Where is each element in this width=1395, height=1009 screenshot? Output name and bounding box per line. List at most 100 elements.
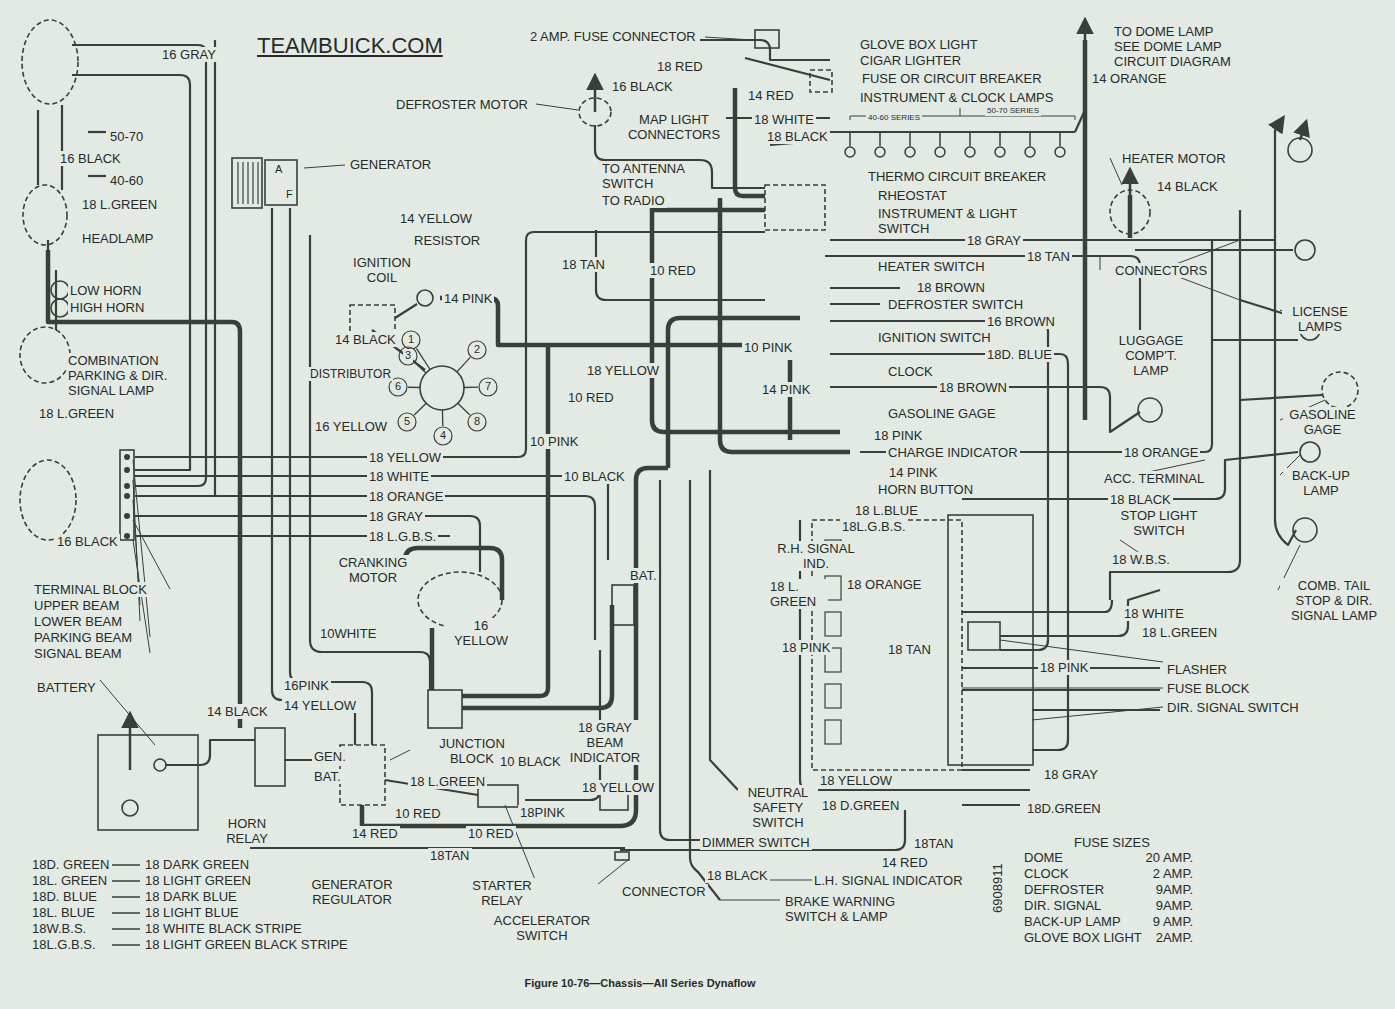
distributor-lead bbox=[408, 387, 420, 389]
wire-code-label: 18 RED bbox=[655, 59, 705, 74]
distributor-lead bbox=[442, 410, 444, 426]
legend-dash bbox=[112, 912, 140, 914]
wire bbox=[88, 131, 106, 133]
component-body bbox=[612, 585, 634, 625]
generator-fin bbox=[237, 162, 238, 204]
wire-code-label: 16 BROWN bbox=[985, 314, 1057, 329]
wire bbox=[272, 208, 355, 745]
component-outline bbox=[20, 327, 70, 383]
component-body bbox=[948, 515, 1033, 765]
wire-code-label: 50-70 bbox=[108, 129, 145, 144]
instrument-lamp bbox=[935, 147, 945, 157]
wire bbox=[596, 230, 765, 300]
wire-code-label: 18 GRAY BEAM INDICATOR bbox=[565, 720, 645, 765]
lamp-lead bbox=[879, 132, 881, 146]
callout-label: GLOVE BOX LIGHT bbox=[858, 37, 980, 52]
leader-line bbox=[1000, 640, 1163, 662]
terminal-dot bbox=[124, 533, 130, 539]
wire-code-label: 18L.G.B.S. bbox=[840, 519, 908, 534]
wire-code-label: 14 BLACK bbox=[333, 332, 398, 347]
callout-label: THERMO CIRCUIT BREAKER bbox=[866, 169, 1048, 184]
wire-code-label: 18 TAN bbox=[560, 257, 607, 272]
cable-wire bbox=[652, 206, 840, 432]
wire-code-label: 18 PINK bbox=[1038, 660, 1090, 675]
callout-label: STARTER RELAY bbox=[460, 878, 544, 908]
callout-label: DEFROSTER MOTOR bbox=[394, 97, 530, 112]
wire-code-label: 10 BLACK bbox=[498, 754, 563, 769]
callout-label: F bbox=[284, 188, 295, 201]
callout-label: CRANKING MOTOR bbox=[332, 555, 414, 585]
wire-code-label: 18TAN bbox=[912, 836, 956, 851]
wire-code-label: 18 GRAY bbox=[965, 233, 1023, 248]
terminal-ring bbox=[434, 427, 452, 445]
callout-label: HEATER SWITCH bbox=[876, 259, 987, 274]
terminal-ring bbox=[468, 413, 486, 431]
wire-code-label: 18 W.B.S. bbox=[1110, 552, 1172, 567]
component-outline bbox=[579, 98, 611, 126]
wire-code-label: 18 BROWN bbox=[915, 280, 987, 295]
callout-label: DIMMER SWITCH bbox=[700, 835, 812, 850]
wire bbox=[290, 208, 372, 745]
wire-code-label: 16 YELLOW bbox=[446, 618, 516, 648]
callout-label: INSTRUMENT & CLOCK LAMPS bbox=[858, 90, 1055, 105]
terminal-dot bbox=[124, 467, 130, 473]
callout-label: CHARGE INDICATOR bbox=[886, 445, 1020, 460]
legend-dash bbox=[112, 928, 140, 930]
wire bbox=[214, 40, 216, 496]
wire-code-label: 18 DARK GREEN bbox=[143, 857, 251, 872]
wire-code-label: 18 ORANGE bbox=[367, 489, 445, 504]
callout-label: CONNECTOR bbox=[620, 884, 708, 899]
instrument-lamp bbox=[1025, 147, 1035, 157]
callout-label: HORN RELAY bbox=[215, 816, 279, 846]
instrument-lamp bbox=[845, 147, 855, 157]
callout-label: TEAMBUICK.COM bbox=[255, 33, 445, 59]
wire-code-label: 4 bbox=[438, 429, 448, 442]
terminal-dot bbox=[124, 513, 130, 519]
wire bbox=[37, 110, 39, 185]
wire-code-label: 40-60 bbox=[108, 173, 145, 188]
wire-code-label: 2 bbox=[472, 343, 482, 356]
arrow-wire bbox=[594, 76, 597, 112]
wire-code-label: 18 LIGHT GREEN bbox=[143, 873, 253, 888]
wire-code-label: 14 BLACK bbox=[1155, 179, 1220, 194]
wire-code-label: 18 L.BLUE bbox=[853, 503, 920, 518]
callout-label: HEADLAMP bbox=[80, 231, 156, 246]
cable-wire bbox=[720, 198, 850, 452]
callout-label: HEATER MOTOR bbox=[1120, 151, 1228, 166]
callout-label: PARKING BEAM bbox=[32, 630, 134, 645]
cable-wire bbox=[1128, 195, 1133, 238]
wire bbox=[860, 240, 1212, 452]
callout-label: TO RADIO bbox=[600, 193, 667, 208]
callout-label: RESISTOR bbox=[412, 233, 482, 248]
wire-code-label: 18 L.GREEN bbox=[1140, 625, 1219, 640]
wire-code-label: 18L. GREEN bbox=[30, 873, 109, 888]
leader-line bbox=[770, 880, 812, 881]
callout-label: FLASHER bbox=[1165, 662, 1229, 677]
wire-code-label: 18D. GREEN bbox=[30, 857, 111, 872]
component-outline bbox=[1295, 240, 1315, 260]
component-outline bbox=[417, 290, 433, 306]
wire-code-label: 18L. BLUE bbox=[30, 905, 97, 920]
wire bbox=[745, 58, 830, 80]
callout-label: STOP LIGHT SWITCH bbox=[1113, 508, 1205, 538]
wire bbox=[135, 516, 480, 572]
wire-code-label: 14 RED bbox=[350, 826, 400, 841]
component-body bbox=[810, 70, 832, 92]
wire-code-label: 8 bbox=[472, 415, 482, 428]
leader-line bbox=[304, 165, 345, 168]
callout-label: GLOVE BOX LIGHT bbox=[1022, 930, 1144, 945]
wire-code-label: 10 RED bbox=[466, 826, 516, 841]
callout-label: GENERATOR bbox=[348, 157, 433, 172]
wire-code-label: 18TAN bbox=[428, 848, 472, 863]
wire-code-label: 18 YELLOW bbox=[818, 773, 894, 788]
legend-dash bbox=[112, 880, 140, 882]
wire-code-label: 20 AMP. bbox=[1144, 850, 1195, 865]
wire bbox=[135, 476, 608, 560]
callout-label: IGNITION SWITCH bbox=[876, 330, 993, 345]
wire-code-label: 3 bbox=[403, 349, 413, 362]
terminal-dot bbox=[124, 454, 130, 460]
generator-fin bbox=[252, 162, 253, 204]
wire bbox=[165, 740, 255, 765]
